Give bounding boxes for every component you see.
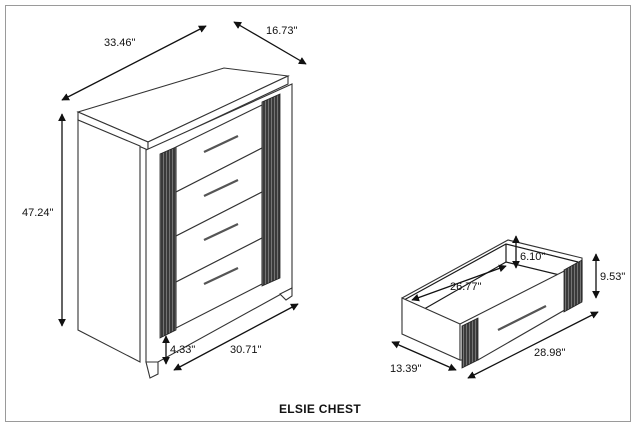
- chest-inner-width-arrow: [173, 303, 299, 371]
- chest-width-arrow: [61, 25, 207, 101]
- diagram-frame: [5, 5, 631, 422]
- diagram-title: ELSIE CHEST: [279, 402, 361, 416]
- chest-width-label: 33.46": [104, 37, 136, 49]
- chest-left-trim: [159, 146, 177, 339]
- chest-inner-width-label: 30.71": [230, 344, 262, 356]
- drawer-inner-height-label: 6.10": [520, 251, 545, 263]
- chest-height-label: 47.24": [22, 207, 54, 219]
- drawer-inner-width-arrow: [411, 264, 507, 302]
- chest-side: [77, 119, 141, 363]
- chest-leg-left: [145, 361, 159, 379]
- chest-depth-label: 16.73": [266, 25, 298, 37]
- drawer-right-trim: [563, 259, 583, 313]
- chest-depth-arrow: [233, 21, 307, 65]
- drawer-depth-label: 13.39": [390, 363, 422, 375]
- drawer-left-trim: [461, 317, 479, 369]
- chest-leg-right: [279, 287, 293, 301]
- chest-drawing: [76, 67, 293, 379]
- drawer-inner-width-label: 26.77": [450, 281, 482, 293]
- chest-drawers: [175, 104, 263, 329]
- drawer-front-height-label: 9.53": [600, 271, 625, 283]
- drawer-width-label: 28.98": [534, 347, 566, 359]
- chest-right-trim: [261, 93, 281, 287]
- chest-leg-height-label: 4.33": [170, 344, 195, 356]
- drawer-depth-arrow: [391, 341, 457, 371]
- drawer-width-arrow: [467, 311, 599, 379]
